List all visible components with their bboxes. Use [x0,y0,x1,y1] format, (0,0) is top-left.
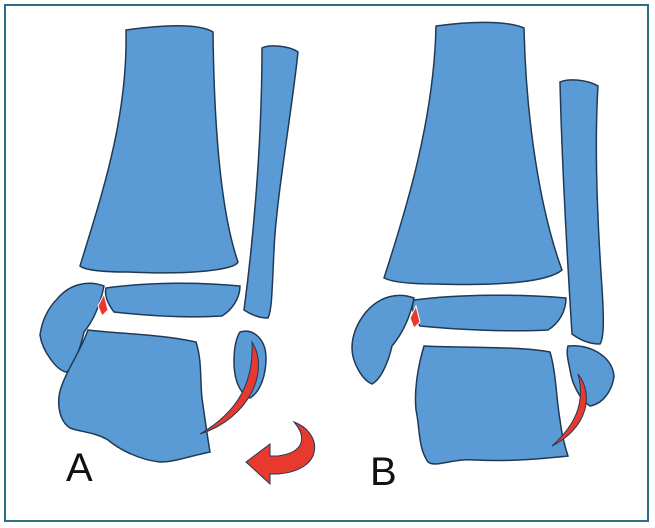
talus-a [59,330,210,462]
panel-label-a: A [66,448,93,488]
talus-b [415,346,568,464]
epiphysis-b [412,295,566,331]
fibula-a [244,46,298,318]
curved-arrow-icon [246,422,315,484]
fibula-b [560,80,603,344]
panel-label-b: B [370,452,397,492]
epiphysis-a [105,283,240,317]
panel-b [352,22,614,464]
tibia-a [80,26,238,273]
panel-a [40,26,315,484]
malleolus-fragment-b [352,295,414,384]
lateral-fragment-b [567,346,614,406]
tibia-b [384,22,562,284]
